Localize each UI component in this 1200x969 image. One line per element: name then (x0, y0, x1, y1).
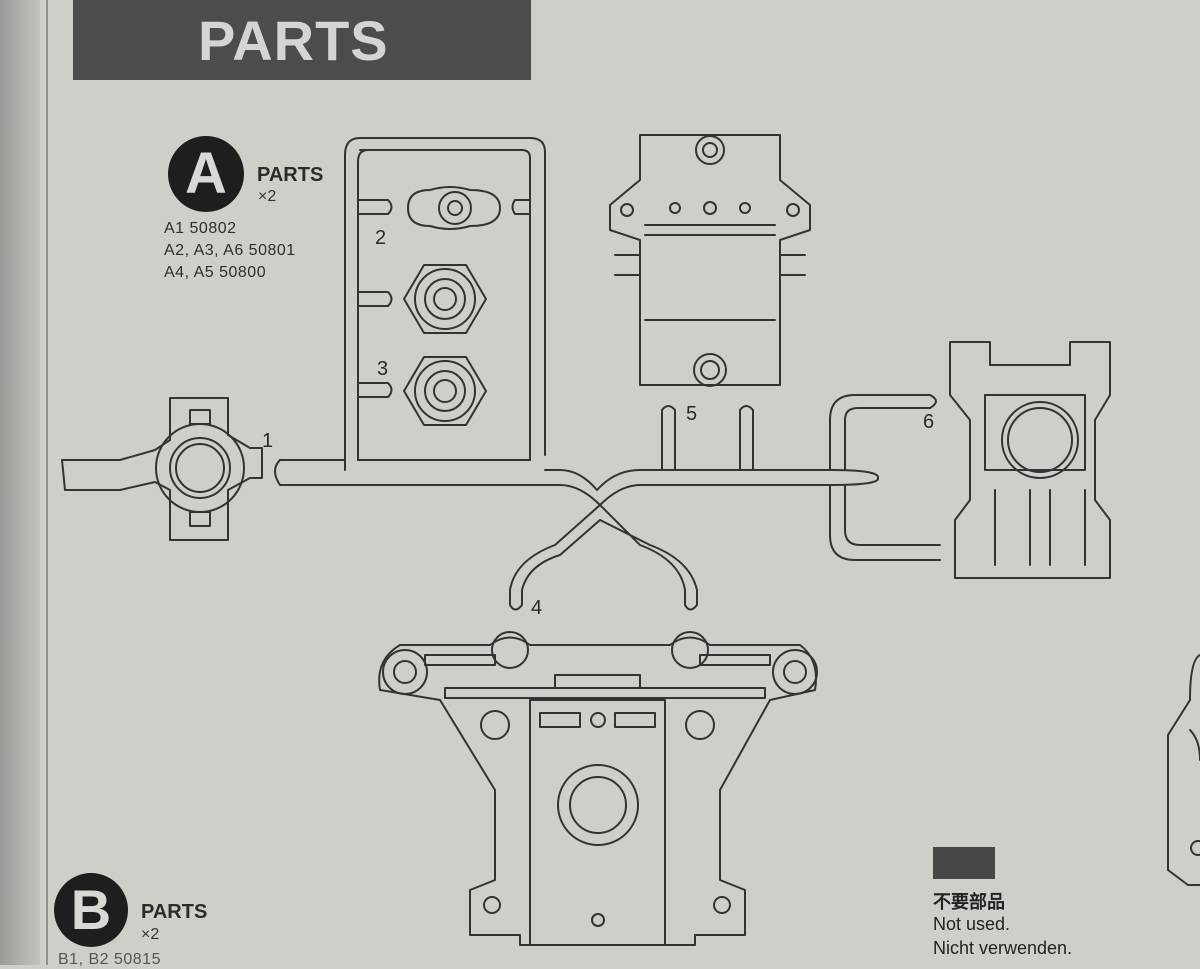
part-4-gearbox (378, 631, 818, 946)
group-b-badge: B (54, 873, 128, 947)
part-3-hex-lower (403, 356, 487, 426)
part-1-knuckle (61, 397, 263, 541)
sprue-runner-main (274, 459, 831, 611)
sprue-frame-left (344, 137, 546, 471)
section-header-title: PARTS (198, 9, 389, 72)
legend-german: Nicht verwenden. (933, 938, 1073, 958)
part-number-5: 5 (686, 403, 697, 425)
group-b-quantity: ×2 (141, 926, 160, 943)
legend-japanese: 不要部品 (933, 892, 1005, 913)
part-2-cap (407, 186, 501, 230)
part-number-2: 2 (375, 227, 386, 249)
legend-english: Not used. (933, 914, 1011, 934)
group-a-badge: A (168, 136, 244, 212)
part-6-bulkhead (949, 341, 1111, 579)
part-number-3: 3 (377, 358, 388, 380)
part-number-1: 1 (262, 430, 273, 452)
not-used-swatch (933, 847, 995, 879)
part-3-hex-upper (403, 264, 487, 334)
part-number-4: 4 (531, 597, 542, 619)
group-a-code-2: A2, A3, A6 50801 (164, 242, 296, 259)
sprue-gates-part-5 (661, 405, 754, 471)
part-b-partial-right (1167, 654, 1200, 886)
sprue-runner-right (829, 394, 941, 561)
group-b-code-1: B1, B2 50815 (58, 951, 161, 968)
section-header-bar (73, 0, 531, 80)
part-5-gear-cover (609, 134, 811, 387)
page-margin-line (46, 0, 48, 965)
group-a-code-1: A1 50802 (164, 220, 237, 237)
group-b-parts-label: PARTS (141, 901, 208, 923)
group-a-parts-label: PARTS (257, 164, 324, 186)
part-number-6: 6 (923, 411, 934, 433)
page-fold-shadow (0, 0, 40, 965)
group-a-quantity: ×2 (258, 188, 277, 205)
group-a-code-3: A4, A5 50800 (164, 264, 267, 281)
